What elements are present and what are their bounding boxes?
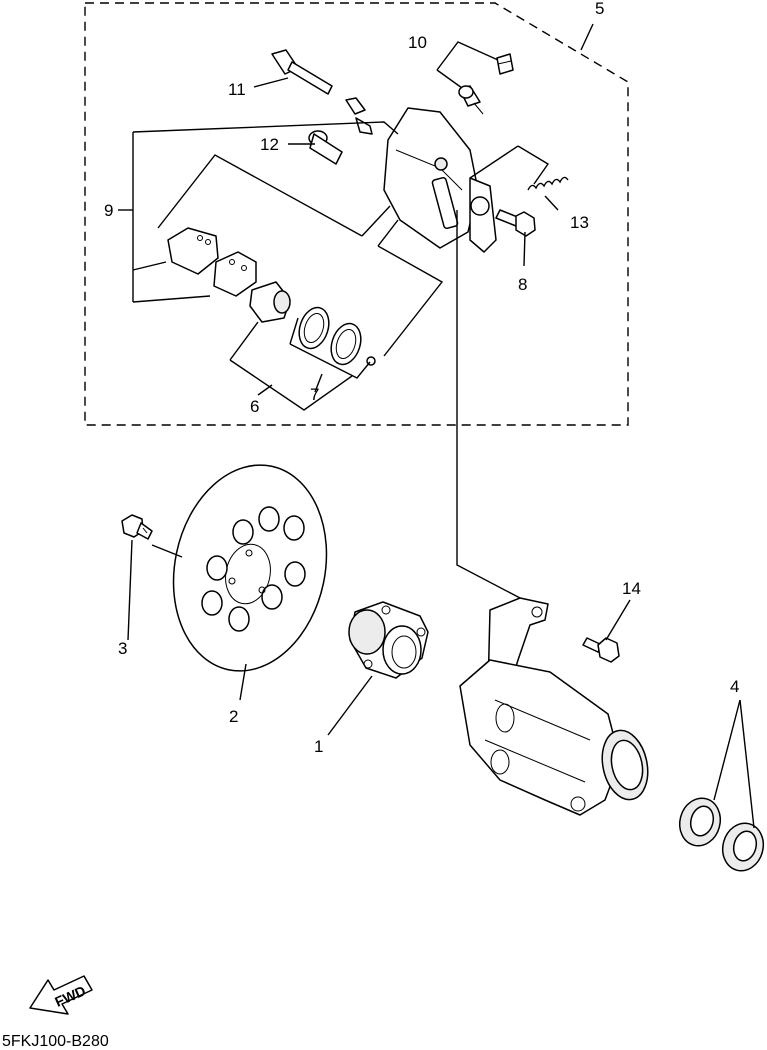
callout-8: 8	[518, 275, 527, 294]
fwd-arrow-icon: FWD	[29, 975, 93, 1015]
caliper-body	[383, 107, 479, 249]
callout-7: 7	[310, 385, 319, 404]
fwd-label: FWD	[52, 982, 88, 1010]
caliper-bolt	[495, 209, 536, 237]
brake-pad-1	[167, 227, 219, 275]
callout-5: 5	[595, 0, 604, 18]
return-spring	[527, 176, 569, 191]
callout-4: 4	[730, 677, 739, 696]
leader-lines	[118, 23, 755, 829]
callout-1: 1	[314, 737, 323, 756]
diagram-code: 5FKJ100-B280	[2, 1033, 109, 1050]
callout-11: 11	[228, 80, 246, 99]
caliper-piston	[249, 281, 291, 323]
callout-3: 3	[118, 639, 127, 658]
callout-2: 2	[229, 707, 238, 726]
disc-bolt	[121, 514, 153, 540]
lock-nut-1	[678, 797, 722, 847]
caliper-assembly-boundary	[84, 2, 629, 426]
caliper-lever	[469, 177, 497, 253]
callout-9: 9	[104, 201, 113, 220]
dust-seal	[330, 322, 362, 366]
brake-disc	[172, 464, 328, 672]
callout-14: 14	[622, 579, 641, 598]
bracket-bolt	[582, 637, 620, 663]
brake-pad-2	[213, 251, 257, 297]
piston-seal	[298, 306, 330, 350]
callout-12: 12	[260, 135, 279, 154]
callout-10: 10	[408, 33, 427, 52]
callout-13: 13	[570, 213, 589, 232]
wheel-hub	[348, 601, 429, 679]
callout-6: 6	[250, 397, 259, 416]
slide-pin	[271, 49, 333, 95]
bleed-screw	[458, 53, 514, 115]
adjuster	[308, 130, 343, 165]
lock-nut-2	[721, 822, 765, 872]
pin-clip	[345, 97, 373, 135]
caliper-bracket-housing	[459, 597, 649, 816]
